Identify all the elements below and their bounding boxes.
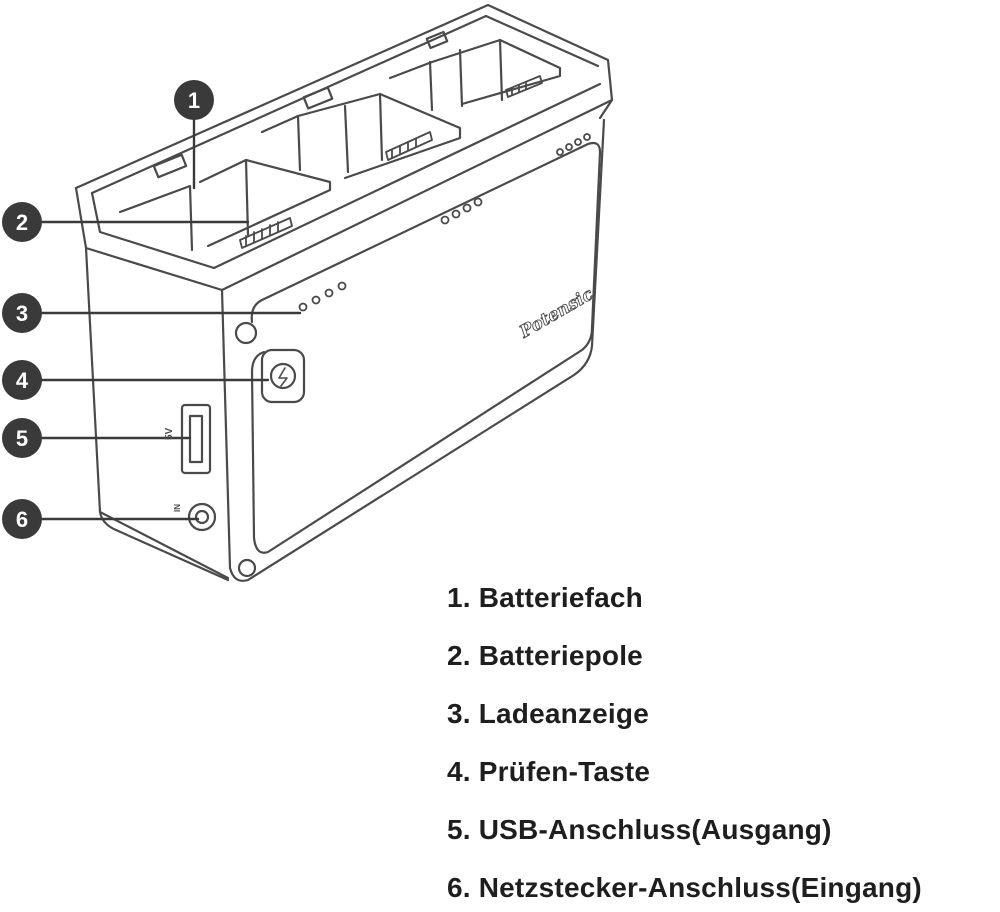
legend-item-battery-poles: 2. Batteriepole [447, 640, 643, 671]
brand-logo: Potensic [516, 284, 598, 343]
callout-6: 6 [2, 499, 42, 539]
callout-1: 1 [174, 80, 214, 120]
callout-2-number: 2 [16, 210, 28, 235]
callout-6-number: 6 [16, 507, 28, 532]
legend-item-battery-compartment: 1. Batteriefach [447, 582, 643, 613]
callout-1-number: 1 [188, 88, 200, 113]
dc-input-port [187, 502, 217, 532]
dc-port-label: IN [173, 504, 182, 512]
callout-3-number: 3 [16, 301, 28, 326]
legend-item-charge-indicator: 3. Ladeanzeige [447, 698, 649, 729]
indicator-hole [234, 321, 258, 345]
charger-housing [74, 3, 614, 582]
leader-lines [38, 116, 302, 521]
legend-item-test-button: 4. Prüfen-Taste [447, 756, 651, 787]
charge-indicator-leds [298, 133, 591, 312]
legend-item-usb-port: 5. USB-Anschluss(Ausgang) [447, 814, 832, 845]
callout-5-number: 5 [16, 426, 28, 451]
callout-4-number: 4 [16, 368, 29, 393]
legend-item-dc-input: 6. Netzstecker-Anschluss(Eingang) [447, 872, 922, 903]
usb-port-label: 5V [164, 427, 175, 440]
battery-compartment [118, 30, 562, 252]
callout-4: 4 [2, 360, 42, 400]
battery-poles [239, 75, 543, 249]
callout-5: 5 [2, 418, 42, 458]
test-button [260, 348, 306, 404]
callout-2: 2 [2, 202, 42, 242]
callout-3: 3 [2, 293, 42, 333]
